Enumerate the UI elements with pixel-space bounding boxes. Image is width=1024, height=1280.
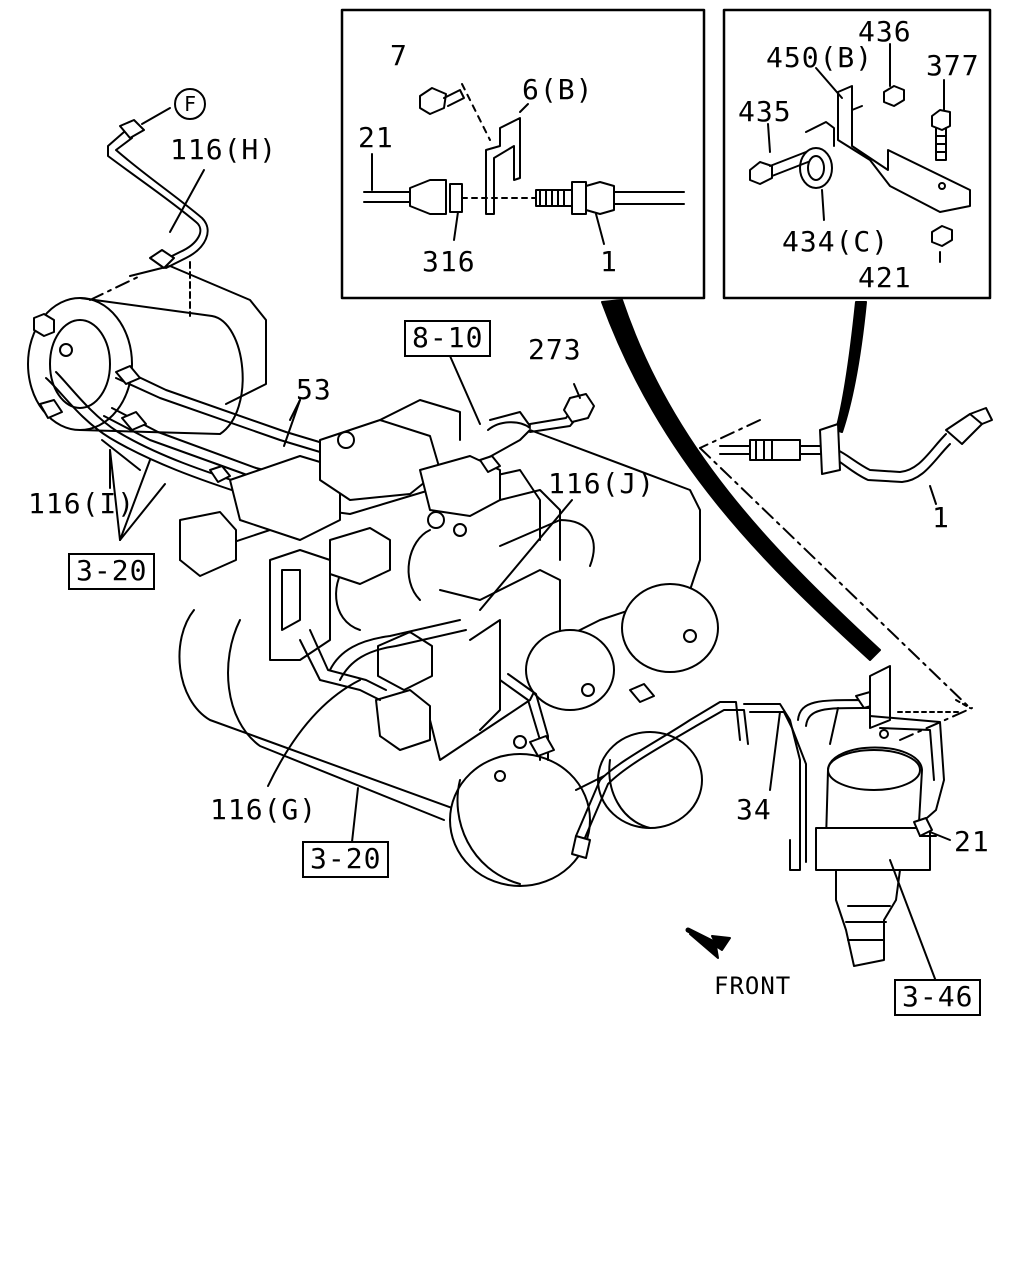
detail-item-450b: 450(B) (766, 41, 874, 74)
detail-item-421: 421 (858, 261, 912, 294)
detail-item-434c: 434(C) (782, 225, 890, 258)
pipe-1-assembly (719, 407, 993, 505)
detail-item-6b: 6(B) (522, 73, 594, 106)
detail-pointer-arrow (601, 299, 881, 661)
upper-left-tank (27, 261, 267, 435)
front-arrow (689, 933, 731, 959)
detail-item-435: 435 (738, 95, 792, 128)
callout-273: 273 (528, 333, 582, 366)
bolt-7-drawing (419, 87, 465, 115)
ref-8-10: 8-10 (404, 320, 492, 357)
callout-1-main: 1 (932, 501, 950, 534)
detail-item-436: 436 (858, 15, 912, 48)
callout-116g: 116(G) (210, 793, 318, 826)
detail-item-1: 1 (600, 245, 618, 278)
callout-21-main: 21 (954, 825, 990, 858)
right-unit-3-46 (789, 707, 945, 993)
main-tank-cluster (178, 399, 719, 887)
detail-item-7: 7 (390, 39, 408, 72)
pipe-53-leader (283, 399, 301, 447)
ref-3-20-left: 3-20 (68, 553, 156, 590)
detail-box-right (722, 8, 992, 300)
detail-item-21: 21 (358, 121, 394, 154)
detail-box-left (340, 8, 706, 300)
ref-3-20-bottom: 3-20 (302, 841, 390, 878)
ref-8-10-leader (449, 355, 481, 425)
detail-item-316: 316 (422, 245, 476, 278)
callout-flag-f: F (174, 88, 206, 120)
callout-116i: 116(I) (28, 487, 136, 520)
callout-34: 34 (736, 793, 772, 826)
callout-53: 53 (296, 373, 332, 406)
callout-116h: 116(H) (170, 133, 278, 166)
detail-pointer-arrow-right (835, 301, 867, 433)
callout-116j: 116(J) (548, 467, 656, 500)
pipe-116h (107, 107, 209, 269)
item-273-drawing (529, 383, 595, 433)
front-label: FRONT (714, 972, 792, 1000)
ref-3-46: 3-46 (894, 979, 982, 1016)
detail-item-377: 377 (926, 49, 980, 82)
